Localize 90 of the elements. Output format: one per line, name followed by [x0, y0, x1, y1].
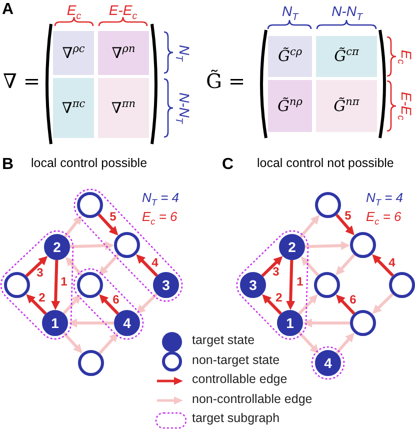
target-state-node: 2 [44, 234, 70, 260]
edge-label: 4 [388, 256, 396, 270]
brace-label: E-E$_{c}$ [108, 3, 138, 18]
arrow [304, 241, 350, 250]
arrow [66, 256, 83, 276]
edge-label: 5 [110, 210, 116, 224]
legend-label: non-target state [192, 354, 280, 368]
matrix-cell: G̃$^{nπ}$ [316, 80, 377, 132]
target-state-node: 3 [153, 272, 179, 298]
target-state-node: 4 [315, 350, 341, 376]
arrow [372, 254, 394, 277]
edge-label: 2 [38, 291, 46, 305]
arrow [299, 214, 320, 238]
equation-label: ∇ = [3, 70, 40, 92]
state-node [350, 232, 376, 258]
matrix-cell: ∇$^{πn}$ [98, 78, 149, 138]
arrow [98, 253, 120, 276]
arrow [298, 294, 318, 315]
arrow [99, 294, 119, 315]
edge-label: 3 [272, 265, 280, 279]
arrow [300, 256, 320, 276]
legend-label: target state [192, 334, 255, 348]
arrow [372, 293, 394, 314]
count-label: N$_{T}$ = 4 [366, 191, 403, 206]
state-node [389, 272, 415, 298]
brace-label: E$_{c}$ [66, 3, 82, 18]
arrow [335, 214, 354, 236]
legend-label: target subgraph [192, 412, 280, 426]
state-node [78, 350, 104, 376]
edge-label: 1 [296, 275, 304, 289]
arrow [298, 331, 320, 354]
arrow [70, 241, 114, 250]
count-label: E$_{c}$ = 6 [366, 210, 402, 224]
dashed-outline [0, 230, 74, 340]
target-state-node: 3 [240, 272, 266, 298]
state-node [114, 232, 140, 258]
edge-label: 6 [350, 293, 356, 307]
matrix-cell: G̃$^{cπ}$ [316, 36, 377, 77]
arrow [262, 294, 282, 315]
matrix-cell: ∇$^{ρn}$ [98, 31, 149, 75]
arrow [336, 294, 356, 315]
arrow [335, 332, 354, 354]
equation-label: G̃ = [206, 70, 246, 92]
arrow [68, 318, 114, 328]
matrix-cell: G̃$^{cρ}$ [268, 36, 312, 77]
arrow [98, 213, 118, 236]
target-state-node: 1 [277, 310, 303, 336]
state-node [315, 192, 341, 218]
arrow [136, 293, 158, 314]
arrow [51, 260, 60, 310]
arrow [62, 294, 82, 314]
panel-letter: B [2, 156, 14, 174]
arrow [261, 256, 283, 277]
legend-label: non-controllable edge [192, 392, 312, 406]
edge-label: 5 [344, 209, 352, 223]
matrix-cell: ∇$^{ρc}$ [53, 31, 94, 75]
legend-label: controllable edge [192, 373, 288, 387]
brace-label: N$_{T}$ [282, 4, 298, 20]
count-label: N$_{T}$ = 4 [142, 191, 179, 206]
arrow [302, 318, 350, 328]
matrix-cell: ∇$^{πc}$ [53, 78, 94, 138]
state-node [314, 272, 340, 298]
brace-label: N-N$_{T}$ [332, 4, 362, 20]
target-state-node: 4 [114, 310, 140, 336]
arrow [98, 332, 118, 354]
panel-letter: A [2, 1, 14, 19]
panel-title: local control possible [31, 157, 148, 171]
edge-label: 6 [112, 293, 120, 307]
arrow [62, 332, 82, 354]
state-node [77, 192, 103, 218]
matrix-cell: G̃$^{nρ}$ [268, 80, 312, 132]
edge-label: 3 [36, 266, 44, 280]
panel-title: local control not possible [257, 157, 394, 171]
panel-letter: C [222, 156, 234, 174]
dashed-outline [73, 268, 144, 340]
edge-label: 4 [152, 256, 158, 270]
arrow [25, 256, 48, 278]
arrow [26, 294, 47, 315]
target-state-node: 1 [42, 310, 68, 336]
edge-label: 2 [276, 291, 282, 305]
target-state-node: 2 [279, 234, 305, 260]
arrow [64, 215, 82, 238]
edge-label: 1 [60, 275, 68, 289]
arrow [336, 254, 356, 276]
arrow [136, 254, 158, 277]
count-label: E$_{c}$ = 6 [142, 210, 178, 224]
arrow [286, 260, 296, 310]
state-node [77, 272, 103, 298]
state-node [350, 310, 376, 336]
state-node [4, 272, 30, 298]
